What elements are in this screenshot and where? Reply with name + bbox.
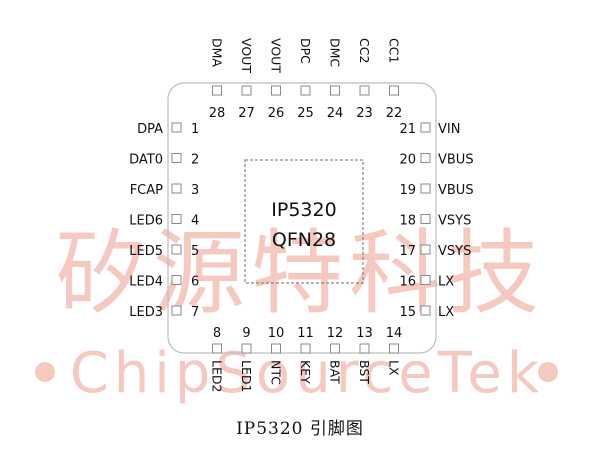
- pin-label-13: BST: [357, 360, 372, 384]
- pin-label-25: DPC: [298, 38, 313, 64]
- pin-pad-23: [359, 85, 370, 96]
- pin-label-19: VBUS: [438, 183, 474, 198]
- pin-label-28: DMA: [210, 38, 225, 67]
- pin-label-4: LED6: [129, 214, 163, 229]
- pin-label-2: DAT0: [129, 153, 163, 168]
- pin-number-12: 12: [327, 326, 344, 341]
- pin-pad-28: [212, 85, 222, 96]
- pin-number-18: 18: [399, 214, 416, 229]
- pin-label-26: VOUT: [269, 38, 284, 73]
- watermark: 矽源特科技 ChipSourceTek: [35, 220, 558, 406]
- pin-pad-2: [171, 153, 182, 163]
- pin-pad-1: [171, 122, 182, 133]
- pin-number-13: 13: [356, 326, 373, 341]
- pin-number-24: 24: [327, 106, 344, 121]
- pin-number-23: 23: [356, 106, 373, 121]
- pin-label-12: BAT: [328, 360, 343, 384]
- pin-pad-13: [359, 343, 370, 354]
- pin-pad-9: [241, 343, 252, 354]
- pin-label-7: LED3: [129, 305, 163, 320]
- pin-pad-12: [330, 343, 340, 354]
- pin-number-15: 15: [399, 305, 416, 320]
- pin-number-21: 21: [399, 122, 416, 137]
- pin-pad-8: [212, 343, 222, 354]
- pin-pad-7: [171, 305, 182, 316]
- pin-pad-25: [300, 85, 311, 96]
- figure-caption: IP5320 引脚图: [236, 419, 364, 439]
- pin-number-20: 20: [399, 153, 416, 168]
- exposed-pad: [244, 159, 364, 284]
- pin-number-7: 7: [191, 305, 199, 320]
- pin-label-17: VSYS: [438, 244, 471, 259]
- pin-label-22: CC1: [387, 38, 402, 63]
- pin-pad-18: [420, 214, 431, 224]
- pin-label-14: LX: [387, 360, 402, 376]
- pin-pad-4: [171, 214, 182, 224]
- pin-number-5: 5: [191, 244, 199, 259]
- pin-label-11: KEY: [298, 360, 313, 384]
- pin-number-25: 25: [297, 106, 314, 121]
- pin-label-8: LED2: [210, 360, 225, 392]
- pin-number-11: 11: [297, 326, 314, 341]
- chip-name: IP5320: [271, 199, 336, 221]
- pin-number-3: 3: [191, 183, 199, 198]
- pin-label-23: CC2: [357, 38, 372, 63]
- pin-label-9: LED1: [239, 360, 254, 392]
- pin-label-27: VOUT: [239, 38, 254, 73]
- pin-pad-5: [171, 244, 182, 255]
- pin-label-3: FCAP: [130, 183, 163, 198]
- pin-label-20: VBUS: [438, 153, 474, 168]
- pin-pad-17: [420, 244, 431, 255]
- pin-number-6: 6: [191, 275, 199, 290]
- watermark-chinese: 矽源特科技: [55, 220, 545, 327]
- pin-number-14: 14: [386, 326, 403, 341]
- pin-pad-11: [300, 343, 311, 354]
- pin-pad-27: [241, 85, 252, 96]
- pin-pad-14: [389, 343, 399, 354]
- pin-number-16: 16: [399, 275, 416, 290]
- pin-number-28: 28: [209, 106, 226, 121]
- pin-pad-6: [171, 275, 182, 285]
- chip-package: QFN28: [272, 229, 336, 251]
- pin-pad-22: [389, 85, 399, 96]
- pin-pad-15: [420, 305, 431, 316]
- pin-number-27: 27: [238, 106, 255, 121]
- pin-number-17: 17: [399, 244, 416, 259]
- pins-top: 22 CC1 23 CC2 24 DMC 25 DPC 26 VOUT 27 VOUT 28 DMA: [209, 38, 403, 121]
- pin-pad-21: [420, 122, 431, 133]
- watermark-dot-left: [35, 362, 55, 382]
- pin-pad-24: [330, 85, 340, 96]
- pin-label-1: DPA: [137, 122, 163, 137]
- pin-number-1: 1: [191, 122, 199, 137]
- pin-label-16: LX: [438, 275, 454, 290]
- pin-number-22: 22: [386, 106, 403, 121]
- pin-pad-16: [420, 275, 431, 285]
- pin-label-21: VIN: [438, 122, 460, 137]
- pin-pad-3: [171, 183, 182, 194]
- pin-label-24: DMC: [328, 38, 343, 67]
- pin-label-6: LED4: [129, 275, 163, 290]
- pin-pad-26: [271, 85, 281, 96]
- pin-number-10: 10: [268, 326, 285, 341]
- pin-pad-20: [420, 153, 431, 163]
- pin-number-8: 8: [213, 326, 221, 341]
- pin-number-26: 26: [268, 106, 285, 121]
- pin-label-10: NTC: [269, 360, 284, 385]
- pin-number-4: 4: [191, 214, 199, 229]
- pin-label-5: LED5: [129, 244, 163, 259]
- pin-label-15: LX: [438, 305, 454, 320]
- pin-pad-10: [271, 343, 281, 354]
- pin-label-18: VSYS: [438, 214, 471, 229]
- pin-number-19: 19: [399, 183, 416, 198]
- pin-number-2: 2: [191, 153, 199, 168]
- pin-pad-19: [420, 183, 431, 194]
- pin-number-9: 9: [242, 326, 250, 341]
- watermark-dot-right: [538, 362, 558, 382]
